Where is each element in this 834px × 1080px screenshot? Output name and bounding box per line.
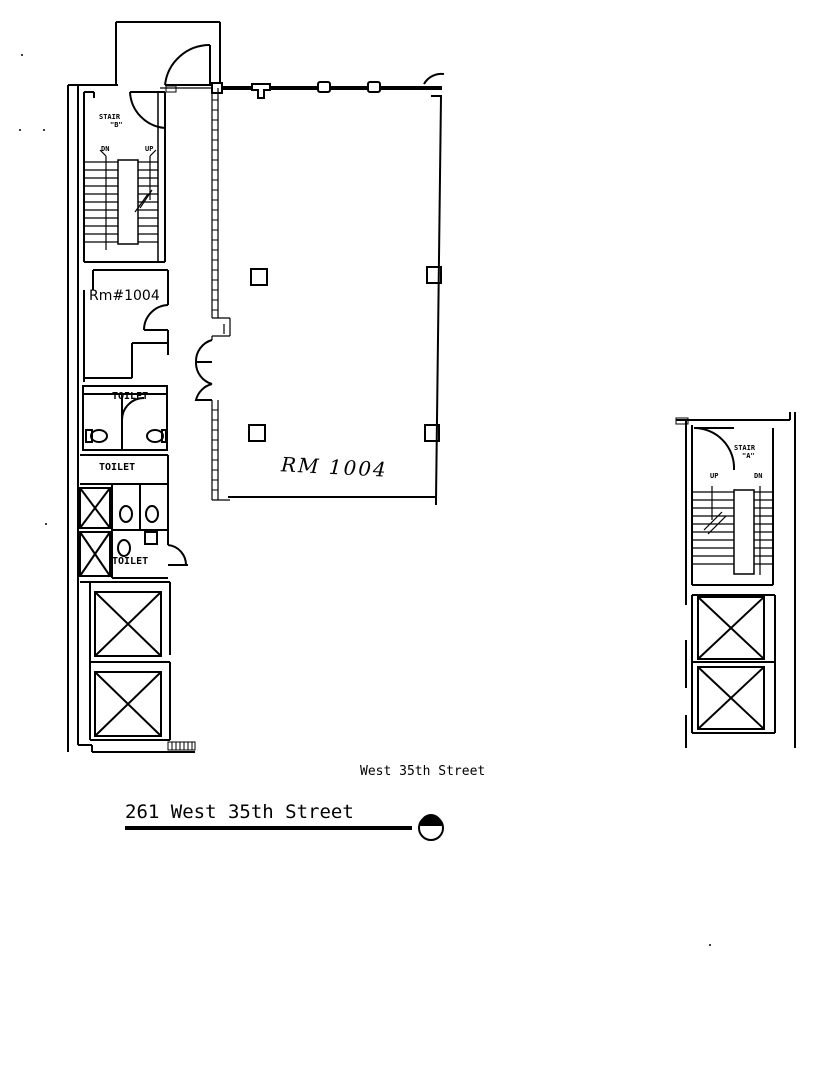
stair-a-letter: "A" bbox=[742, 452, 755, 460]
north-arrow-icon bbox=[418, 814, 444, 841]
stair-b-dn: DN bbox=[101, 145, 110, 153]
stair-a-dn: DN bbox=[754, 472, 763, 480]
stair-a-up: UP bbox=[710, 472, 719, 480]
toilet-block-1 bbox=[82, 385, 168, 451]
toilet-label-1: TOILET bbox=[112, 391, 149, 402]
right-core bbox=[676, 412, 796, 748]
room-1004-label: Rm#1004 bbox=[89, 288, 160, 304]
stair-b bbox=[83, 91, 166, 263]
toilet-label-3: TOILET bbox=[112, 556, 149, 567]
toilet-label-2: TOILET bbox=[99, 462, 136, 473]
vestibule bbox=[78, 21, 221, 86]
shafts bbox=[79, 487, 111, 577]
stair-a-name: STAIR bbox=[734, 444, 756, 452]
stair-b-letter: "B" bbox=[110, 121, 123, 129]
building-title: 261 West 35th Street bbox=[125, 801, 354, 823]
room-1004-handwritten: RM 1004 bbox=[280, 452, 389, 482]
toilet-block-2 bbox=[80, 454, 188, 579]
left-bottom-hatch bbox=[167, 741, 196, 751]
wall-hatch-ticks bbox=[212, 99, 218, 491]
street-label: West 35th Street bbox=[360, 764, 486, 779]
left-elevators bbox=[80, 581, 171, 741]
left-core-outline bbox=[67, 84, 195, 753]
scan-specks bbox=[19, 54, 711, 946]
stair-b-up: UP bbox=[145, 145, 154, 153]
stair-b-name: STAIR bbox=[99, 113, 121, 121]
main-room bbox=[194, 72, 445, 505]
room-1004-small bbox=[83, 269, 169, 382]
